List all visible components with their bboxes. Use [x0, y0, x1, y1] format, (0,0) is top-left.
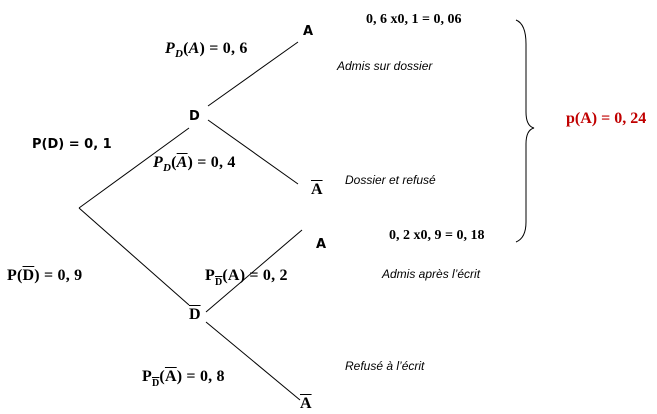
- branch-root-to-d: [78, 127, 190, 209]
- prob-a-given-dbar-sub: D: [214, 277, 223, 288]
- note-admis-ecrit: Admis après l’écrit: [382, 267, 481, 281]
- prob-a-given-dbar-rest: (A) = 0, 2: [222, 267, 288, 284]
- prob-abar-given-dbar: PD(A) = 0, 8: [142, 368, 225, 389]
- prob-abar-given-dbar-sub: D: [151, 378, 160, 389]
- note-dossier-refuse: Dossier et refusé: [345, 173, 436, 187]
- right-brace: [515, 19, 535, 243]
- node-d-bar: D: [189, 306, 201, 323]
- prob-abar-given-d-p: P: [153, 154, 163, 171]
- note-refuse-ecrit: Refusé à l’écrit: [345, 359, 425, 373]
- prob-abar-given-dbar-post: ) = 0, 8: [176, 368, 225, 385]
- prob-abar-given-d-sub: D: [162, 162, 172, 174]
- branch-dbar-to-abar: [205, 321, 301, 401]
- branch-d-to-abar: [207, 119, 299, 185]
- prob-d: P(D) = 0, 1: [32, 137, 112, 152]
- node-a-top: A: [303, 24, 314, 39]
- prob-abar-given-d: PD(A) = 0, 4: [153, 154, 236, 174]
- prob-d-bar-letter: D: [22, 267, 35, 284]
- branch-d-to-a: [207, 41, 299, 107]
- prob-a-given-d-p: P: [165, 40, 175, 57]
- prob-abar-given-d-paren: (: [171, 154, 177, 171]
- prob-abar-given-dbar-letter: A: [164, 368, 177, 385]
- prob-d-bar: P(D) = 0, 9: [7, 267, 82, 285]
- prob-abar-given-dbar-paren: (: [159, 368, 165, 385]
- prob-abar-given-dbar-p: P: [142, 368, 152, 385]
- prob-abar-given-d-post: ) = 0, 4: [187, 154, 236, 171]
- prob-a-given-dbar-p: P: [205, 267, 215, 284]
- note-admis-dossier: Admis sur dossier: [337, 59, 433, 73]
- prob-d-bar-post: ) = 0, 9: [34, 267, 83, 284]
- branch-root-to-dbar: [78, 207, 190, 306]
- calc-top: 0, 6 x0, 1 = 0, 06: [366, 12, 462, 27]
- prob-a-given-d-letter: A: [188, 40, 200, 57]
- node-a-bar-top: A: [311, 181, 323, 198]
- node-d: D: [189, 109, 200, 124]
- prob-a-given-d-sub: D: [174, 48, 184, 60]
- node-a-bottom: A: [316, 237, 327, 252]
- prob-a-given-d-paren: (: [183, 40, 189, 57]
- node-a-bar-bottom: A: [300, 395, 312, 412]
- prob-d-bar-pre: P(: [7, 267, 23, 284]
- prob-a-given-d-post: ) = 0, 6: [199, 40, 248, 57]
- prob-a-given-d: PD(A) = 0, 6: [165, 40, 248, 60]
- prob-abar-given-d-letter: A: [176, 154, 188, 171]
- calc-bottom: 0, 2 x0, 9 = 0, 18: [389, 228, 485, 243]
- result-pa: p(A) = 0, 24: [566, 110, 647, 127]
- prob-a-given-dbar: PD(A) = 0, 2: [205, 267, 288, 288]
- branch-dbar-to-a: [205, 229, 303, 313]
